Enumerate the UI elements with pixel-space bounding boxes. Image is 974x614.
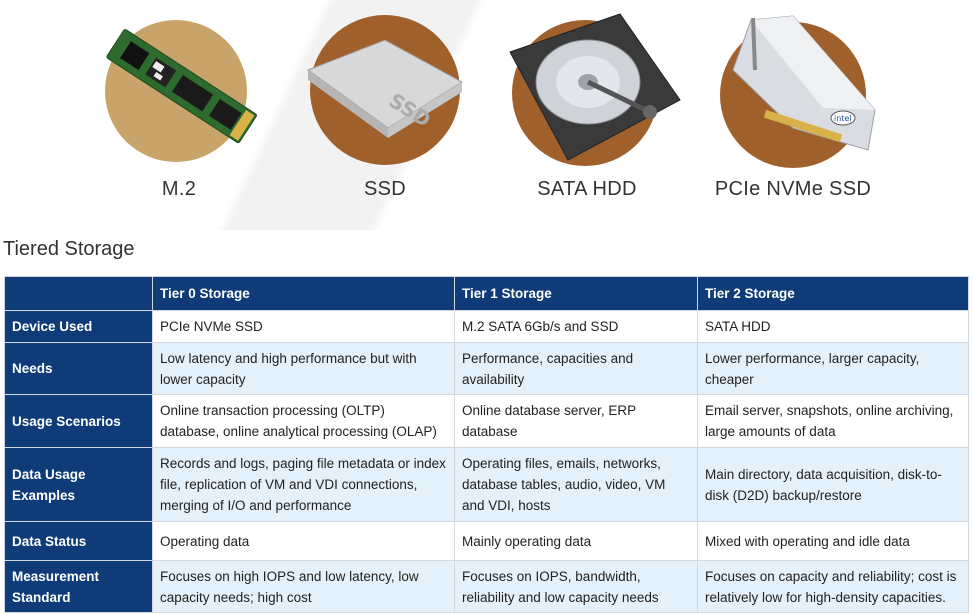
table-header-row: Tier 0 Storage Tier 1 Storage Tier 2 Sto…: [4, 276, 969, 311]
table-cell: Records and logs, paging file metadata o…: [152, 447, 455, 522]
m2-module-icon: [106, 29, 257, 144]
table-cell: SATA HDD: [697, 310, 969, 343]
row-label: Data Usage Examples: [4, 447, 153, 522]
table-cell: Low latency and high performance but wit…: [152, 342, 455, 395]
table-cell: M.2 SATA 6Gb/s and SSD: [454, 310, 698, 343]
table-cell: Lower performance, larger capacity, chea…: [697, 342, 969, 395]
tiered-storage-table: Tier 0 Storage Tier 1 Storage Tier 2 Sto…: [4, 276, 969, 613]
table-cell: Operating files, emails, networks, datab…: [454, 447, 698, 522]
table-cell: Focuses on high IOPS and low latency, lo…: [152, 560, 455, 613]
table-row: Device Used PCIe NVMe SSD M.2 SATA 6Gb/s…: [4, 310, 969, 343]
table-cell: Email server, snapshots, online archivin…: [697, 394, 969, 448]
table-cell: Focuses on capacity and reliability; cos…: [697, 560, 969, 613]
row-label: Device Used: [4, 310, 153, 343]
table-cell: Focuses on IOPS, bandwidth, reliability …: [454, 560, 698, 613]
table-cell: Operating data: [152, 521, 455, 561]
device-ssd: SSD SSD: [290, 0, 490, 205]
row-label: Needs: [4, 342, 153, 395]
table-cell: Mixed with operating and idle data: [697, 521, 969, 561]
device-sata-hdd: SATA HDD: [490, 0, 690, 205]
row-label: Usage Scenarios: [4, 394, 153, 448]
device-label: SSD: [363, 178, 407, 200]
row-label: Data Status: [4, 521, 153, 561]
device-label: M.2: [161, 178, 197, 200]
table-cell: PCIe NVMe SSD: [152, 310, 455, 343]
ssd-drive-icon: SSD: [306, 39, 463, 138]
table-row: Needs Low latency and high performance b…: [4, 342, 969, 395]
table-header-cell: Tier 1 Storage: [454, 276, 698, 311]
table-cell: Main directory, data acquisition, disk-t…: [697, 447, 969, 522]
table-cell: Mainly operating data: [454, 521, 698, 561]
section-title: Tiered Storage: [3, 238, 135, 260]
table-row: Usage Scenarios Online transaction proce…: [4, 394, 969, 448]
table-cell: Online database server, ERP database: [454, 394, 698, 448]
table-row: Data Status Operating data Mainly operat…: [4, 521, 969, 561]
device-label: PCIe NVMe SSD: [714, 178, 872, 200]
svg-text:intel: intel: [834, 114, 852, 123]
table-row: Data Usage Examples Records and logs, pa…: [4, 447, 969, 522]
row-label: Measurement Standard: [4, 560, 153, 613]
hard-disk-icon: [509, 13, 681, 161]
table-row: Measurement Standard Focuses on high IOP…: [4, 560, 969, 613]
device-label: SATA HDD: [537, 178, 637, 200]
table-header-cell: Tier 2 Storage: [697, 276, 969, 311]
device-pcie-nvme-ssd: intel PCIe NVMe SSD: [693, 0, 913, 205]
table-cell: Performance, capacities and availability: [454, 342, 698, 395]
pcie-card-icon: intel: [732, 15, 876, 151]
device-m2: M.2: [85, 0, 285, 205]
table-header-cell: [4, 276, 153, 311]
table-cell: Online transaction processing (OLTP) dat…: [152, 394, 455, 448]
table-header-cell: Tier 0 Storage: [152, 276, 455, 311]
